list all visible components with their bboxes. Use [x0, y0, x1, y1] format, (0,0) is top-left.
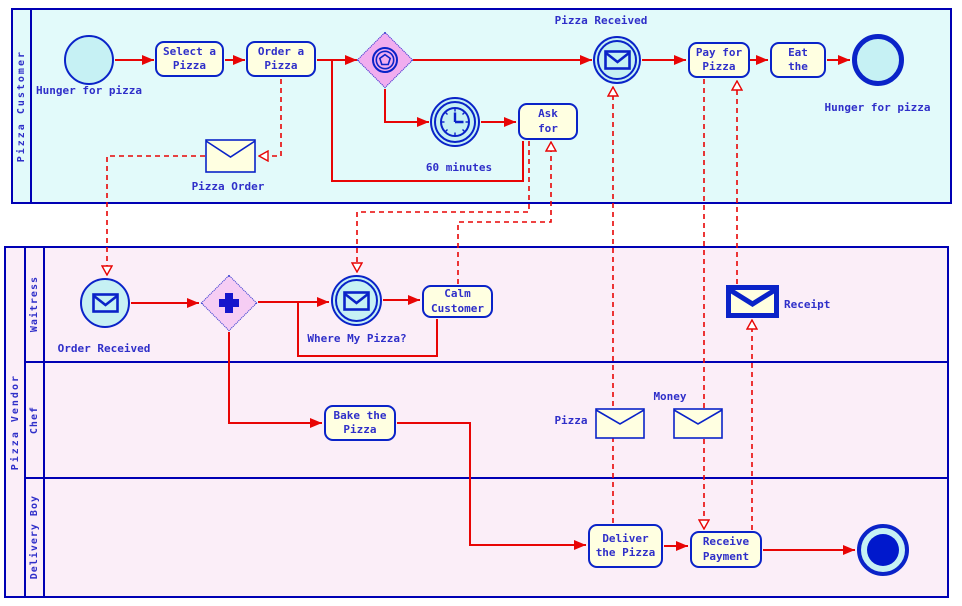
end-event-label: Hunger for pizza	[824, 101, 931, 114]
pizza-message-label: Pizza	[554, 414, 588, 427]
timer-intermediate-event[interactable]	[430, 97, 480, 147]
msg-ask-to-where[interactable]	[357, 141, 530, 272]
parallel-gateway[interactable]	[200, 274, 258, 332]
task-eat-the-pizza[interactable]: Eat the	[770, 42, 826, 78]
task-deliver-the-pizza[interactable]: Deliver the Pizza	[588, 524, 663, 568]
terminate-icon	[867, 534, 899, 566]
flow-calm-loop-to-where[interactable]	[297, 303, 438, 357]
pizza-received-label: Pizza Received	[554, 14, 648, 27]
message-money[interactable]	[673, 408, 723, 439]
message-receipt[interactable]	[726, 285, 779, 318]
lane-divider-waitress-chef	[26, 361, 947, 363]
message-event-pizza-received[interactable]	[593, 36, 641, 84]
envelope-icon	[603, 50, 631, 70]
clock-icon	[440, 107, 470, 137]
task-ask-for[interactable]: Ask for	[518, 103, 578, 140]
task-order-a-pizza[interactable]: Order a Pizza	[246, 41, 316, 77]
pool-pizza-customer: Pizza Customer	[11, 8, 952, 204]
task-pay-for-pizza[interactable]: Pay for Pizza	[688, 42, 750, 78]
message-event-where-my-pizza[interactable]	[331, 275, 382, 326]
end-event-customer[interactable]	[852, 34, 904, 86]
envelope-flap-icon	[673, 409, 723, 425]
start-event-label: Hunger for pizza	[36, 84, 142, 97]
task-calm-customer[interactable]: Calm Customer	[422, 285, 493, 318]
message-pizza[interactable]	[595, 408, 645, 439]
envelope-icon	[91, 293, 119, 313]
pool-label-pizza-vendor[interactable]: Pizza Vendor	[6, 248, 26, 596]
message-pizza-order[interactable]	[205, 139, 256, 173]
lane-label-chef[interactable]: Chef	[26, 363, 45, 477]
envelope-flap-icon	[728, 287, 777, 307]
lane-label-waitress[interactable]: Waitress	[26, 248, 45, 361]
envelope-icon	[343, 290, 370, 311]
plus-icon	[219, 293, 239, 313]
order-received-label: Order Received	[57, 342, 151, 355]
timer-label: 60 minutes	[425, 161, 493, 174]
pool-label-pizza-customer[interactable]: Pizza Customer	[13, 10, 32, 202]
message-start-order-received[interactable]	[80, 278, 130, 328]
receipt-label: Receipt	[784, 298, 831, 311]
task-bake-the-pizza[interactable]: Bake the Pizza	[324, 405, 396, 441]
flow-gateway-to-bake[interactable]	[228, 332, 322, 428]
event-gateway-icon	[372, 47, 398, 73]
msg-order-to-pizzaorder[interactable]	[259, 79, 282, 156]
msg-calm-to-ask[interactable]	[457, 142, 551, 284]
msg-pizzaorder-to-orderreceived[interactable]	[107, 155, 205, 275]
flow-ask-loop-to-gateway[interactable]	[331, 61, 524, 182]
envelope-flap-icon	[595, 409, 645, 425]
where-my-pizza-label: Where My Pizza?	[307, 332, 407, 345]
envelope-flap-icon	[205, 140, 256, 158]
event-based-gateway[interactable]	[356, 31, 414, 89]
task-select-a-pizza[interactable]: Select a Pizza	[155, 41, 224, 77]
terminate-end-event[interactable]	[857, 524, 909, 576]
task-receive-payment[interactable]: Receive Payment	[690, 531, 762, 568]
start-event-hunger[interactable]	[64, 35, 114, 85]
money-message-label: Money	[653, 390, 687, 403]
pizza-order-label: Pizza Order	[191, 180, 265, 193]
flow-gateway-to-timer[interactable]	[384, 89, 429, 127]
lane-label-delivery-boy[interactable]: Delivery Boy	[26, 479, 45, 596]
flow-bake-to-deliver[interactable]	[397, 422, 586, 550]
lane-divider-chef-delivery	[26, 477, 947, 479]
